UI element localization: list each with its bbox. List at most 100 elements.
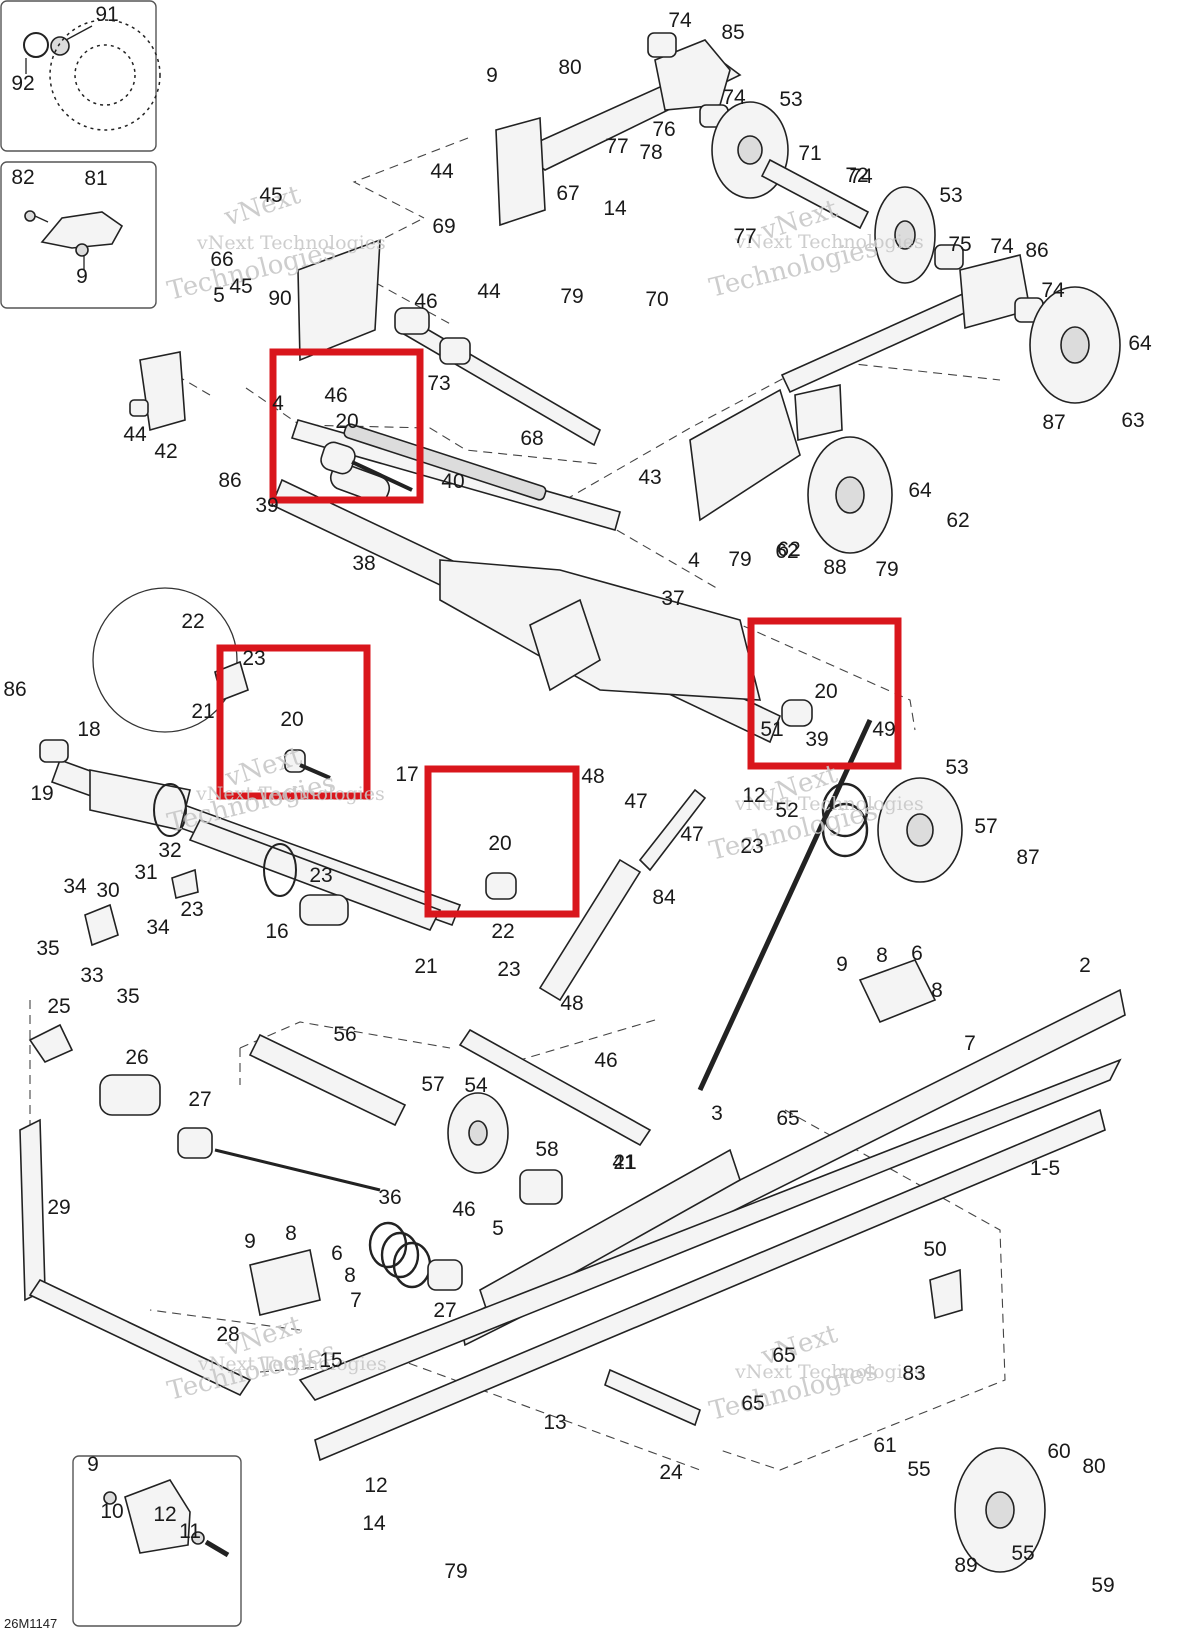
main-arm-tubes [270,423,782,744]
inset-left-bracket [0,161,157,309]
part-number-label: 46 [452,1198,475,1221]
part-number-label: 74 [668,9,692,32]
part-number-label: 4 [272,392,284,415]
part-number-label: 18 [77,718,100,741]
part-number-label: 14 [362,1512,386,1535]
part-number-label: 22 [491,920,514,943]
highlight-boxes [216,348,902,918]
slide-rails-and-shafts [19,959,1126,1462]
part-number-label: 61 [873,1434,896,1457]
part-number-label: 13 [543,1411,566,1434]
part-number-label: 8 [931,979,943,1002]
part-number-label: 17 [395,763,418,786]
part-number-label: 62 [946,509,969,532]
part-number-labels: 1-52344556677888899999101112121213141415… [3,3,1152,1597]
part-number-label: 45 [259,184,282,207]
part-number-label: 38 [352,552,375,575]
part-number-label: 88 [823,556,846,579]
part-number-label: 21 [191,700,214,723]
part-number-label: 66 [210,248,233,271]
part-number-label: 86 [1025,239,1048,262]
part-number-label: 8 [344,1264,356,1287]
idler-wheels [447,101,1121,1573]
part-number-label: 35 [116,985,139,1008]
part-number-label: 33 [80,964,103,987]
part-number-label: 87 [1042,411,1065,434]
part-number-label: 58 [535,1138,558,1161]
part-number-label: 23 [180,898,203,921]
part-number-label: 28 [216,1323,239,1346]
part-number-label: 63 [1121,409,1144,432]
part-number-label: 9 [836,953,848,976]
part-number-label: 54 [464,1074,488,1097]
part-number-label: 53 [779,88,802,111]
part-number-label: 6 [911,942,923,965]
part-number-label: 77 [733,225,756,248]
watermark-text: vNext Technologies [195,783,385,805]
rear-arm-upper-assembly [129,32,1044,531]
part-number-label: 5 [213,284,225,307]
part-number-label: 55 [907,1458,930,1481]
highlight-box-part-20-upper [269,348,424,504]
part-number-label: 65 [772,1344,795,1367]
highlight-box-part-20-left [216,644,371,800]
part-number-label: 26 [125,1046,148,1069]
part-number-label: 86 [218,469,241,492]
part-number-label: 57 [974,815,997,838]
part-number-label: 74 [1041,279,1065,302]
part-number-label: 31 [134,861,157,884]
part-number-label: 70 [645,288,668,311]
part-number-label: 45 [229,275,252,298]
part-number-label: 85 [721,21,744,44]
part-number-label: 5 [492,1217,504,1240]
part-number-label: 19 [30,782,53,805]
part-number-label: 46 [414,290,437,313]
part-number-label: 9 [244,1230,256,1253]
part-number-label: 49 [872,718,895,741]
part-number-label: 39 [255,494,278,517]
part-number-label: 20 [488,832,511,855]
drawing-number: 26M1147 [4,1616,57,1631]
part-number-label: 83 [902,1362,925,1385]
part-number-label: 8 [876,944,888,967]
part-number-label: 44 [430,160,454,183]
part-number-label: 16 [265,920,288,943]
part-number-label: 68 [520,427,543,450]
part-number-label: 81 [84,167,107,190]
part-number-label: 30 [96,879,119,902]
part-number-label: 37 [661,587,684,610]
inset-bottom-left-stopper [72,1455,242,1627]
part-number-label: 40 [441,470,464,493]
part-number-label: 23 [309,864,332,887]
part-number-label: 27 [433,1299,456,1322]
part-number-label: 56 [333,1023,356,1046]
part-number-label: 8 [285,1222,297,1245]
part-number-label: 79 [728,548,751,571]
part-number-label: 20 [814,680,837,703]
part-number-label: 44 [477,280,501,303]
part-number-label: 7 [964,1032,976,1055]
part-number-label: 90 [268,287,291,310]
part-number-label: 23 [497,958,520,981]
part-number-label: 6 [331,1242,343,1265]
part-number-label: 25 [47,995,70,1018]
part-number-label: 20 [280,708,303,731]
part-number-label: 32 [158,839,181,862]
part-number-label: 67 [556,182,579,205]
part-number-label: 46 [324,384,347,407]
part-number-label: 79 [875,558,898,581]
part-number-label: 60 [1047,1440,1070,1463]
part-number-label: 80 [1082,1455,1105,1478]
part-number-label: 65 [776,1107,799,1130]
part-number-label: 78 [639,141,662,164]
watermark-text: vNext Technologies [197,1353,387,1375]
part-number-label: 41 [612,1151,635,1174]
inset-top-left-bearing [0,0,161,152]
part-number-label: 21 [414,955,437,978]
part-number-label: 77 [605,135,628,158]
part-number-label: 11 [179,1520,201,1543]
part-number-label: 75 [948,233,971,256]
part-number-label: 12 [364,1474,387,1497]
part-number-label: 47 [680,823,703,846]
